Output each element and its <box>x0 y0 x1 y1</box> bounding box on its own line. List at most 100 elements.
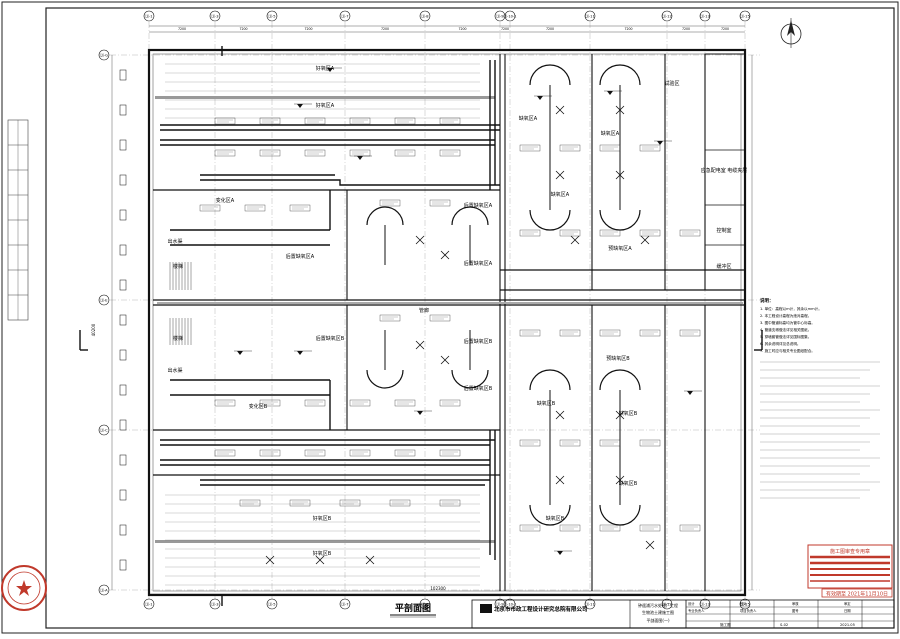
baffle-arc <box>599 369 641 391</box>
mixer-cross <box>365 555 375 565</box>
axis-label-col: ⑵-3 <box>211 14 218 19</box>
axis-bubble <box>143 10 155 22</box>
mixer-cross <box>440 250 450 260</box>
axis-bubble <box>419 598 431 610</box>
mixer-cross <box>615 410 625 420</box>
equipment-tag <box>379 314 401 322</box>
view-title-block: 平剖面图 <box>390 602 436 618</box>
elevation-marker <box>537 96 543 100</box>
mixer-cross <box>615 170 625 180</box>
span-dim: 7200 <box>682 27 690 31</box>
axis-label-col: ⑵-9 <box>496 14 504 19</box>
axis-bubble <box>419 10 431 22</box>
axis-bubble <box>504 598 516 610</box>
axis-label-col: ⑵-7 <box>341 14 348 19</box>
tb-label: 校对 <box>740 601 747 606</box>
equipment-tag <box>429 314 451 322</box>
mixer-cross <box>440 355 450 365</box>
zone-label-var-a: 变化区A <box>216 197 235 204</box>
axis-label-col: ⑵-3 <box>211 602 218 607</box>
tb-label: 专业负责人 <box>688 608 705 613</box>
baffle-arc <box>529 209 571 231</box>
zone-label-aerobic-b: 好氧区B <box>313 550 332 557</box>
equipment-tag <box>214 449 236 457</box>
axis-label-col: ⑵-1 <box>145 602 152 607</box>
equipment-tag <box>394 449 416 457</box>
tb-label: 审定 <box>844 601 851 606</box>
equipment-tag <box>519 144 541 152</box>
zone-label-control: 控制室 <box>716 227 731 234</box>
left-column <box>119 174 127 186</box>
axis-bubble <box>699 598 711 610</box>
equipment-tag <box>439 499 461 507</box>
equipment-details <box>169 67 702 565</box>
span-dim: 7200 <box>721 27 729 31</box>
mixer-cross <box>640 235 650 245</box>
axis-label-row: ⑵-C <box>100 428 108 433</box>
equipment-tag <box>304 117 326 125</box>
zone-label-post-anoxic-b: 后置缺氧区B <box>316 335 345 342</box>
tb-value: S-02 <box>780 623 788 627</box>
tb-label: 日期 <box>844 608 851 613</box>
zone-label-aerobic-b: 好氧区B <box>313 515 332 522</box>
axis-label-col: ⑵-1 <box>145 14 152 19</box>
zone-label-post-anoxic-a: 后置缺氧区A <box>286 253 315 260</box>
channel-band <box>155 540 495 543</box>
axis-bubble <box>339 10 351 22</box>
mixer-cross <box>615 475 625 485</box>
axis-label-col: ⑵-7 <box>341 602 348 607</box>
axis-label-col: ⑵-10-1 <box>503 14 516 19</box>
left-column <box>119 524 127 536</box>
mixer-cross <box>555 170 565 180</box>
zone-label-pre-anoxic-b: 预缺氧区B <box>606 355 630 362</box>
view-title: 平剖面图 <box>395 602 431 614</box>
mixer-cross <box>415 340 425 350</box>
baffle-arc <box>529 504 571 526</box>
north-arrow-icon <box>780 18 802 48</box>
left-column <box>119 384 127 396</box>
sheet-inner-border <box>45 7 895 629</box>
equipment-tag <box>339 499 361 507</box>
elevation-marker <box>607 91 613 95</box>
mixer-cross <box>555 475 565 485</box>
baffle-arc <box>529 369 571 391</box>
zone-label-anoxic-a: 缺氧区A <box>519 115 538 122</box>
baffle-arc <box>599 64 641 86</box>
zone-label-power-room: 应急配电室 电缆夹层 <box>701 167 748 174</box>
zone-label-anoxic-a: 缺氧区A <box>601 130 620 137</box>
company-seal-stamp <box>1 565 47 611</box>
mixer-cross <box>265 555 275 565</box>
elevation-marker <box>657 141 663 145</box>
axis-bubble <box>98 584 110 596</box>
equipment-tag <box>304 399 326 407</box>
tank-walls <box>119 48 747 597</box>
axis-bubble <box>98 294 110 306</box>
axis-label-col: ⑵-5 <box>268 602 275 607</box>
axis-bubble <box>504 10 516 22</box>
equipment-tag <box>304 149 326 157</box>
left-column <box>119 489 127 501</box>
elevation-marker <box>297 351 303 355</box>
left-column <box>119 244 127 256</box>
axis-bubble <box>584 598 596 610</box>
note-line: 2. 本工程设计高程为绝对高程。 <box>760 313 811 318</box>
span-dim: 7200 <box>624 27 632 31</box>
axis-label-col: ⑵-15 <box>740 602 749 607</box>
equipment-tag <box>349 399 371 407</box>
notes-block: 说明： 1. 单位：高程以m计，其余以mm计。2. 本工程设计高程为绝对高程。3… <box>760 297 880 499</box>
left-column <box>119 279 127 291</box>
left-column <box>119 104 127 116</box>
approval-stamp-title: 施工图审查专用章 <box>830 548 870 555</box>
elevation-marker <box>417 411 423 415</box>
mixer-cross <box>315 555 325 565</box>
project-line-1: 钟遥浦污水处理厂工程 <box>638 602 678 608</box>
equipment-tag <box>599 524 621 532</box>
elevation-marker <box>327 68 333 72</box>
left-column <box>119 209 127 221</box>
tank-outer-wall <box>147 48 747 597</box>
equipment-tag <box>239 499 261 507</box>
note-line: 7. 施工时应与相关专业图纸配合。 <box>760 348 815 353</box>
equipment-tag <box>599 229 621 237</box>
axis-label-col: ⑵-12 <box>662 602 671 607</box>
note-line: 5. 穿墙套管做法详见国标图集。 <box>760 334 811 339</box>
